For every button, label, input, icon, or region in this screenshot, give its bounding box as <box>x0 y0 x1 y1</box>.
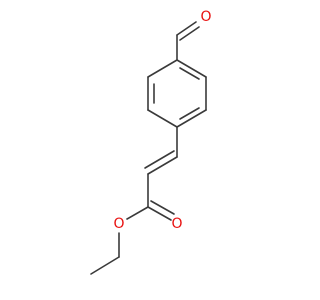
carbonyl-oxygen-label: O <box>171 216 182 232</box>
bond-ch2-to-ch3 <box>90 256 120 275</box>
bond-carbonyl-double-b <box>150 200 175 215</box>
bond-vinyl-double-a <box>147 156 178 175</box>
ring-inner-bond-1 <box>179 67 200 80</box>
bond-cho-double-b <box>179 26 200 41</box>
ring-bond-1 <box>176 59 207 78</box>
ring-inner-bond-2 <box>179 107 200 120</box>
aldehyde-oxygen-label: O <box>200 9 211 25</box>
bond-cho-double-a <box>176 21 197 36</box>
ring-bond-4 <box>147 109 178 128</box>
ring-bond-6 <box>147 59 178 78</box>
structure-canvas: O O O <box>90 9 212 275</box>
ring-bond-3 <box>176 109 207 128</box>
bond-carbonyl-to-ester-o <box>126 206 149 220</box>
molecule-drawing: O O O <box>90 9 212 275</box>
ester-oxygen-label: O <box>113 216 124 232</box>
bond-carbonyl-double-a <box>147 206 172 221</box>
bond-vinyl-double-b <box>144 150 175 169</box>
